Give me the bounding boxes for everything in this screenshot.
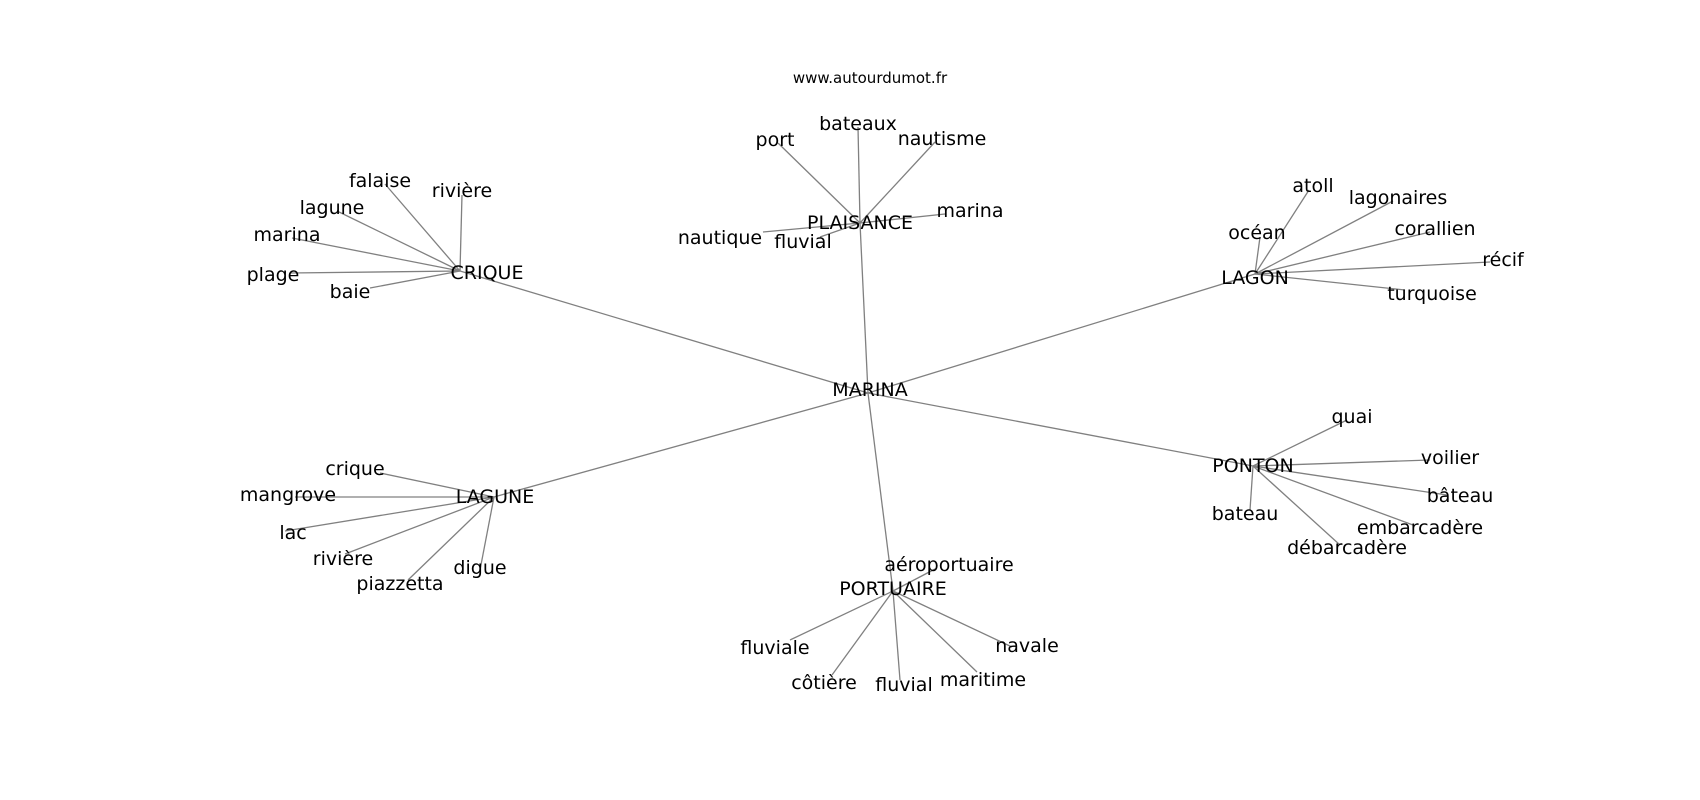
leaf-node-label: océan [1228,222,1285,244]
edge-ponton-leaf [1252,459,1431,467]
leaf-node-label: fluviale [740,637,809,659]
edge-lagune-leaf [407,496,495,581]
hub-node-label: PORTUAIRE [839,578,947,600]
edge-ponton-leaf [1252,465,1448,496]
hub-node-label: PONTON [1212,455,1293,477]
edge-ponton-leaf [1252,465,1341,546]
edge-lagon-leaf [1254,200,1394,275]
edge-portuaire-leaf [892,568,936,592]
leaf-node-label: digue [453,557,506,579]
edge-crique-leaf [291,237,461,272]
center-node-label: MARINA [832,379,907,401]
leaf-node-label: aéroportuaire [884,554,1013,576]
leaf-node-label: embarcadère [1357,517,1483,539]
edge-lagon-leaf [1254,236,1261,275]
edge-lagune-leaf [284,496,495,532]
leaf-node-label: bateaux [819,113,897,135]
leaf-node-label: nautisme [898,128,987,150]
hub-node-label: CRIQUE [451,262,524,284]
leaf-node-label: quai [1331,406,1372,428]
graph-edges [284,126,1491,681]
edge-plaisance-leaf [762,222,861,233]
leaf-node-label: lagonaires [1349,187,1448,209]
edge-center-portuaire [867,392,894,592]
edge-center-ponton [867,392,1254,467]
edge-plaisance-leaf [777,142,861,224]
edge-crique-leaf [459,194,463,272]
edge-plaisance-leaf [819,222,861,238]
edge-lagune-leaf [344,496,495,555]
leaf-node-label: crique [325,458,384,480]
edge-lagon-leaf [1254,189,1310,275]
leaf-node-label: nautique [678,227,762,249]
leaf-node-label: mangrove [240,484,336,506]
edge-portuaire-leaf [892,590,978,673]
leaf-node-label: marina [937,200,1004,222]
edge-lagon-leaf [1254,231,1431,275]
edge-portuaire-leaf [892,590,901,681]
leaf-node-label: lac [279,522,306,544]
leaf-node-label: côtière [791,672,857,694]
leaf-node-label: piazzetta [356,573,443,595]
leaf-node-label: atoll [1292,175,1333,197]
leaf-node-label: bateau [1212,503,1279,525]
edge-crique-leaf [289,270,461,274]
edge-lagune-leaf [379,472,495,498]
leaf-node-label: débarcadère [1287,537,1407,559]
edge-plaisance-leaf [859,213,946,224]
edge-portuaire-leaf [789,590,894,641]
leaf-node-label: baie [330,281,371,303]
leaf-node-label: plage [247,264,300,286]
leaf-node-label: voilier [1421,447,1479,469]
edge-center-plaisance [859,222,869,394]
edge-portuaire-leaf [892,590,1013,648]
leaf-node-label: falaise [349,170,411,192]
leaf-node-label: fluvial [875,674,932,696]
source-watermark: www.autourdumot.fr [793,69,948,87]
hub-node-label: LAGUNE [456,486,535,508]
leaf-node-label: fluvial [774,231,831,253]
edge-center-crique [459,270,869,394]
edge-center-lagon [867,273,1256,394]
edge-ponton-leaf [1252,465,1414,526]
leaf-node-label: rivière [313,548,373,570]
leaf-node-label: marina [254,224,321,246]
leaf-node-label: corallien [1394,218,1475,240]
edge-portuaire-leaf [831,590,894,676]
hub-node-label: LAGON [1221,267,1289,289]
edge-plaisance-leaf [857,126,861,224]
edge-crique-leaf [384,183,461,272]
leaf-node-label: rivière [432,180,492,202]
edge-lagune-leaf [479,496,495,571]
edge-lagon-leaf [1254,261,1491,275]
hub-node-label: PLAISANCE [807,212,913,234]
leaf-node-label: maritime [940,669,1026,691]
leaf-node-label: navale [995,635,1059,657]
leaf-node-label: lagune [300,197,365,219]
leaf-node-label: récif [1482,249,1525,271]
edge-ponton-leaf [1252,419,1348,467]
edge-crique-leaf [336,210,461,272]
edge-center-lagune [493,392,869,498]
edge-ponton-leaf [1249,465,1254,511]
edge-lagon-leaf [1254,273,1406,291]
leaf-node-label: port [756,129,795,151]
leaf-node-label: turquoise [1387,283,1477,305]
edge-plaisance-leaf [859,141,936,224]
leaf-node-label: bâteau [1427,485,1494,507]
edge-crique-leaf [369,270,461,289]
